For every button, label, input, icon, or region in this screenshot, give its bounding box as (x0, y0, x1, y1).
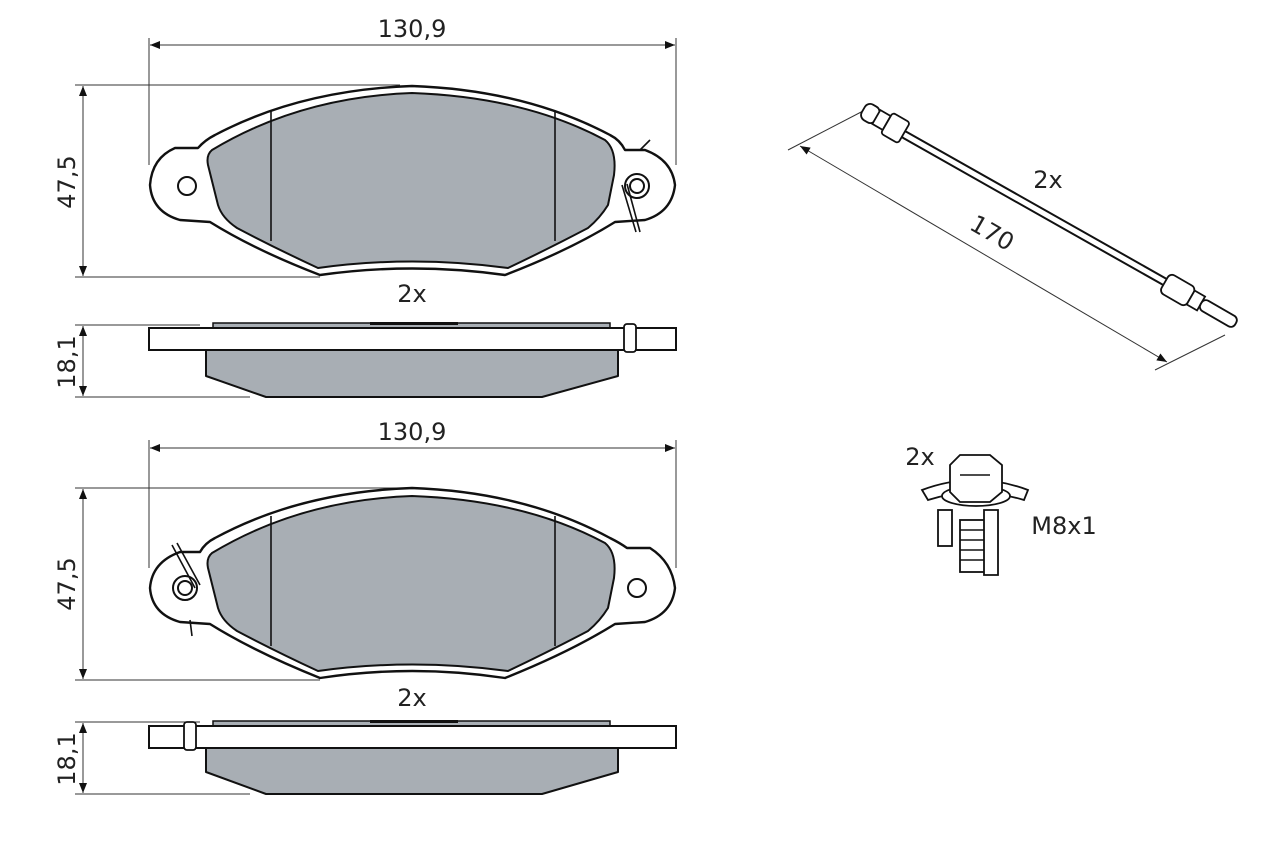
friction-material (206, 495, 616, 672)
sensor-quantity-label: 2x (1033, 166, 1062, 194)
height-label: 47,5 (53, 557, 81, 610)
guide-bolt: 2x M8x1 (905, 443, 1097, 576)
mounting-hole (177, 176, 197, 196)
height-dimension: 47,5 (53, 84, 400, 278)
pad-bottom-front-view: 130,9 47,5 2x (53, 418, 677, 712)
spring-clip (171, 542, 201, 637)
mounting-hole (627, 578, 647, 598)
pad-top-side-view: 18,1 (53, 322, 677, 398)
width-dimension: 130,9 (148, 418, 677, 568)
pad-bottom-side-view: 18,1 (53, 720, 677, 795)
height-dimension: 47,5 (53, 487, 400, 681)
spring-clip (621, 139, 651, 233)
width-label: 130,9 (378, 418, 447, 446)
wear-sensor: 2x 170 (787, 103, 1238, 371)
width-dimension: 130,9 (148, 15, 677, 165)
sensor-length-label: 170 (965, 209, 1019, 256)
bolt-thread-label: M8x1 (1031, 512, 1096, 540)
friction-material (206, 92, 616, 269)
pad-top-front-view: 130,9 47,5 2x (53, 15, 677, 308)
thickness-label: 18,1 (53, 335, 81, 388)
bolt-quantity-label: 2x (905, 443, 934, 471)
thickness-label: 18,1 (53, 732, 81, 785)
quantity-label: 2x (397, 684, 426, 712)
quantity-label: 2x (397, 280, 426, 308)
height-label: 47,5 (53, 155, 81, 208)
width-label: 130,9 (378, 15, 447, 43)
